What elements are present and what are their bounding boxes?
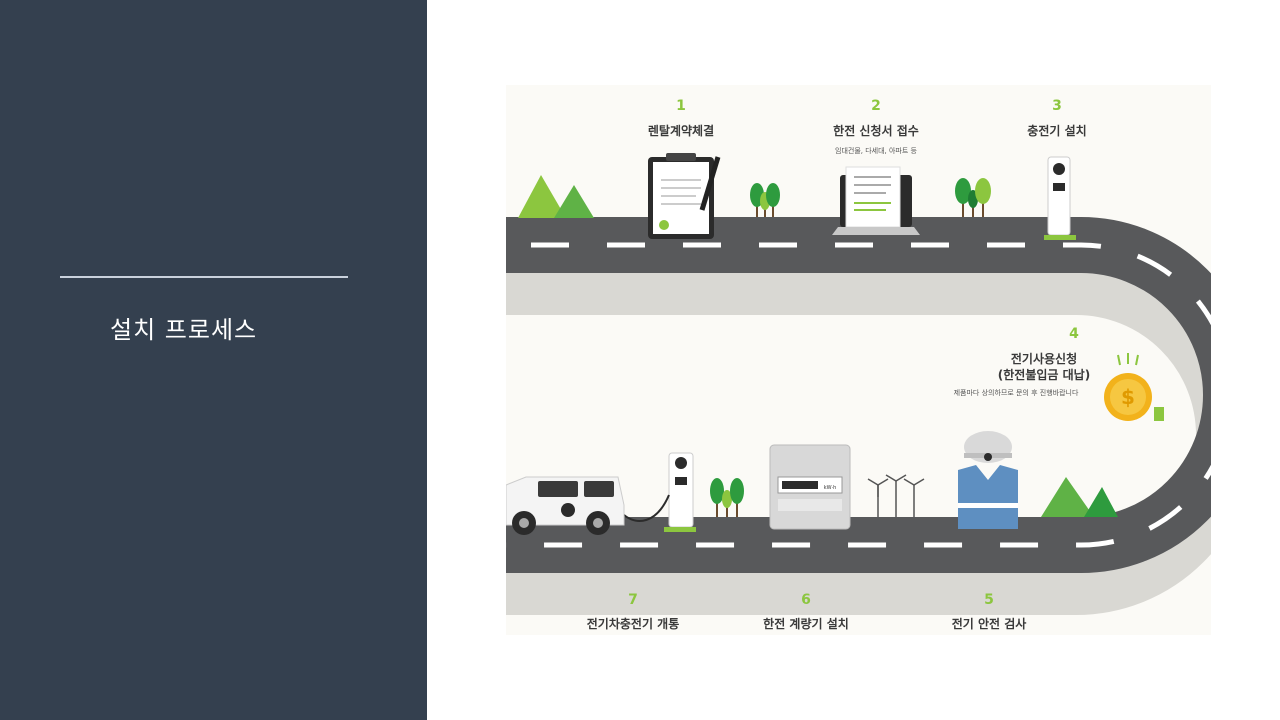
- step-subtext: 임대건물, 다세대, 아파트 등: [835, 146, 918, 155]
- step-label: 한전 신청서 접수: [833, 123, 919, 138]
- step-number: 6: [801, 592, 811, 608]
- step-number: 1: [676, 98, 686, 114]
- step-label: 충전기 설치: [1027, 123, 1086, 138]
- coin-icon: $: [1104, 353, 1164, 421]
- electric-meter-icon: kW·h: [770, 445, 850, 529]
- step-4: 4 전기사용신청 (한전불입금 대납) 제품마다 상의하므로 문의 후 진행바랍…: [954, 326, 1091, 397]
- divider-line: [60, 276, 348, 278]
- step-label: 렌탈계약체결: [648, 123, 714, 138]
- svg-text:$: $: [1121, 385, 1135, 409]
- process-diagram: $ kW·h: [506, 85, 1211, 635]
- step-label: 전기 안전 검사: [952, 616, 1027, 631]
- step-label: 전기사용신청: [1011, 351, 1077, 366]
- step-2: 2 한전 신청서 접수 임대건물, 다세대, 아파트 등: [833, 98, 919, 155]
- step-number: 3: [1052, 98, 1062, 114]
- tree-icon: [710, 478, 744, 517]
- step-label: 한전 계량기 설치: [763, 616, 849, 631]
- step-3: 3 충전기 설치: [1027, 98, 1086, 138]
- sidebar-panel: 설치 프로세스: [0, 0, 427, 720]
- step-label: 전기차충전기 개통: [587, 616, 680, 631]
- step-number: 7: [628, 592, 638, 608]
- step-number: 2: [871, 98, 881, 114]
- step-subtext: 제품마다 상의하므로 문의 후 진행바랍니다: [954, 388, 1079, 397]
- step-number: 5: [984, 592, 994, 608]
- meter-unit: kW·h: [824, 485, 837, 491]
- step-number: 4: [1069, 326, 1079, 342]
- step-label-2: (한전불입금 대납): [998, 367, 1090, 382]
- slide-title: 설치 프로세스: [110, 310, 257, 345]
- process-road-svg: $ kW·h: [506, 85, 1211, 635]
- step-1: 1 렌탈계약체결: [648, 98, 714, 138]
- wind-turbine-icon: [868, 475, 924, 517]
- laptop-icon: [832, 167, 920, 235]
- safety-vest-icon: [958, 431, 1018, 529]
- clipboard-icon: [648, 153, 718, 239]
